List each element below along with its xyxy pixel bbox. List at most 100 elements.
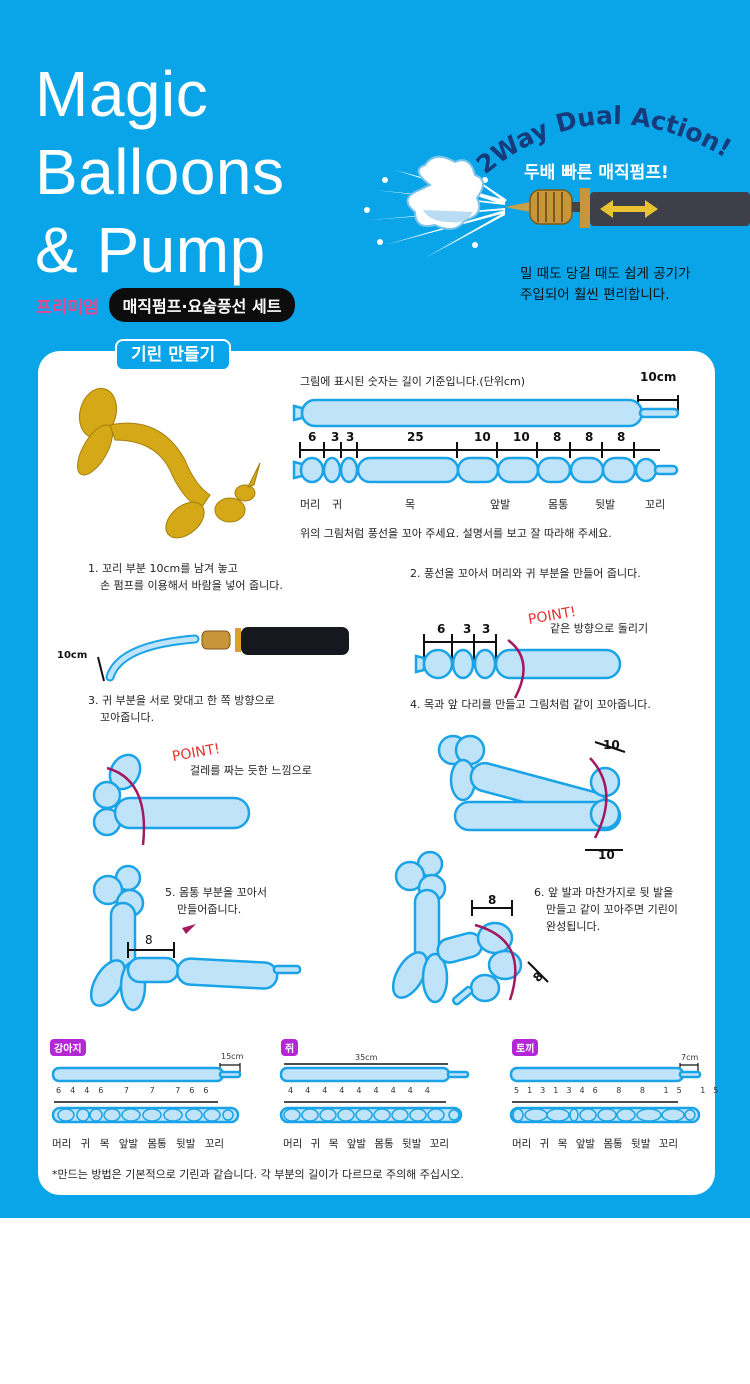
giraffe-note: 그림에 표시된 숫자는 길이 기준입니다.(단위cm)	[300, 375, 525, 388]
seg-5: 10	[513, 430, 530, 444]
variant-dog-badge: 강아지	[50, 1039, 86, 1056]
mouse-part: 꼬리	[429, 1138, 450, 1150]
variant-rabbit-badge: 토끼	[512, 1039, 539, 1056]
seg-1: 3	[331, 430, 340, 444]
variant-dog-diagram	[51, 1063, 242, 1124]
step-3-line-1: 3. 귀 부분을 서로 맞대고 한 쪽 방향으로	[88, 694, 275, 707]
dog-seg: 7	[175, 1086, 190, 1095]
rabbit-seg: 8	[639, 1086, 653, 1095]
rabbit-seg: 8	[616, 1086, 630, 1095]
step-4-seg-1: 10	[598, 848, 615, 862]
dog-seg: 4	[70, 1086, 85, 1095]
giraffe-balloon-diagram	[292, 395, 680, 484]
mouse-seg: 4	[322, 1086, 340, 1095]
dog-seg: 6	[56, 1086, 71, 1095]
step-4-seg-0: 10	[603, 738, 620, 752]
title-line-3: & Pump	[35, 214, 266, 286]
step-4-diagram	[437, 734, 626, 851]
step-5-seg-0: 8	[145, 933, 153, 947]
step-5-diagram	[89, 864, 302, 1012]
rabbit-seg: 6	[592, 1086, 606, 1095]
dog-seg: 6	[98, 1086, 113, 1095]
seg-8: 8	[617, 430, 626, 444]
promo-desc-line-1: 밀 때도 당길 때도 쉽게 공기가	[520, 266, 691, 282]
dog-seg: 6	[203, 1086, 218, 1095]
mouse-seg: 4	[424, 1086, 442, 1095]
step-3-text: 3. 귀 부분을 서로 맞대고 한 쪽 방향으로 꼬아줍니다.	[88, 692, 275, 726]
mouse-seg: 4	[305, 1086, 323, 1095]
part-head: 머리	[300, 498, 321, 511]
part-front-legs: 앞발	[490, 498, 511, 511]
seg-3: 25	[407, 430, 424, 444]
variant-mouse-diagram	[279, 1063, 470, 1124]
title-line-2: Balloons	[35, 136, 285, 208]
variant-mouse-parts: 머리 귀 목 앞발 몸통 뒷발 꼬리	[283, 1136, 449, 1151]
dual-action-headline: 2Way Dual Action!	[470, 90, 740, 180]
dog-part: 꼬리	[204, 1138, 225, 1150]
seg-7: 8	[585, 430, 594, 444]
variant-rabbit-diagram	[509, 1063, 702, 1124]
mouse-part: 귀	[310, 1138, 321, 1150]
variant-dog-segments: 6446 7 7 766	[56, 1086, 217, 1095]
mouse-seg: 4	[288, 1086, 306, 1095]
rabbit-part: 꼬리	[658, 1138, 679, 1150]
subtitle-row: 프리미엄 매직펌프·요술풍선 세트	[36, 288, 296, 322]
rabbit-seg: 13	[527, 1086, 554, 1095]
dog-seg: 6	[189, 1086, 204, 1095]
seg-6: 8	[553, 430, 562, 444]
variant-rabbit-parts: 머리 귀 목 앞발 몸통 뒷발 꼬리	[512, 1136, 678, 1151]
rabbit-part: 머리	[512, 1138, 532, 1150]
step-1-measure: 10cm	[57, 650, 88, 661]
seg-0: 6	[308, 430, 317, 444]
step-2-seg-1: 3	[463, 622, 472, 636]
step-2-text: 2. 풍선을 꼬아서 머리와 귀 부분을 만들어 줍니다.	[410, 567, 641, 580]
step-1-pump-illustration	[97, 627, 349, 682]
step-6-line-3: 완성됩니다.	[546, 920, 601, 933]
rabbit-part: 몸통	[603, 1138, 623, 1150]
step-1-text: 1. 꼬리 부분 10cm를 남겨 놓고 손 펌프를 이용해서 바람을 넣어 줍…	[88, 560, 283, 594]
rabbit-seg: 4	[579, 1086, 593, 1095]
part-neck: 목	[405, 498, 416, 511]
step-6-diagram	[391, 850, 549, 1006]
mouse-part: 머리	[283, 1138, 303, 1150]
title-line-1: Magic	[35, 58, 209, 130]
variant-mouse-segments: 444444444	[288, 1086, 442, 1095]
promo-desc-line-2: 주입되어 훨씬 편리합니다.	[520, 287, 670, 303]
step-2-seg-0: 6	[437, 622, 446, 636]
seg-4: 10	[474, 430, 491, 444]
dog-part: 목	[99, 1138, 110, 1150]
rabbit-part: 귀	[539, 1138, 550, 1150]
variant-mouse-badge: 쥐	[281, 1039, 299, 1056]
step-5-text: 5. 몸통 부분을 꼬아서 만들어줍니다.	[165, 884, 267, 918]
rabbit-part: 앞발	[575, 1138, 596, 1150]
step-2-seg-2: 3	[482, 622, 491, 636]
variant-rabbit-segments: 5131346 8 8 15 15	[514, 1086, 726, 1095]
mouse-seg: 4	[407, 1086, 425, 1095]
mouse-part: 몸통	[374, 1138, 394, 1150]
part-back-legs: 뒷발	[595, 498, 616, 511]
dog-seg: 4	[84, 1086, 99, 1095]
dog-seg: 7	[149, 1086, 164, 1095]
dog-seg: 7	[123, 1086, 139, 1095]
rabbit-seg: 5	[514, 1086, 528, 1095]
promo-description: 밀 때도 당길 때도 쉽게 공기가 주입되어 훨씬 편리합니다.	[520, 264, 691, 306]
rabbit-seg: 15	[700, 1086, 727, 1095]
mouse-seg: 4	[339, 1086, 357, 1095]
variant-dog-tail: 15cm	[221, 1052, 244, 1061]
step-2-diagram	[414, 634, 622, 699]
part-ear: 귀	[332, 498, 343, 511]
double-arrow-icon	[600, 200, 658, 218]
rabbit-seg: 13	[553, 1086, 580, 1095]
rabbit-part: 뒷발	[631, 1138, 651, 1150]
rabbit-seg: 15	[663, 1086, 690, 1095]
dog-part: 뒷발	[176, 1138, 196, 1150]
step-3-point-text: 걸레를 짜는 듯한 느낌으로	[190, 764, 312, 777]
product-pill: 매직펌프·요술풍선 세트	[108, 288, 296, 322]
step-6-line-2: 만들고 같이 꼬아주면 기린이	[546, 903, 678, 916]
hand-pump-icon	[364, 155, 750, 258]
step-5-line-1: 5. 몸통 부분을 꼬아서	[165, 886, 267, 899]
giraffe-instruction: 위의 그림처럼 풍선을 꼬아 주세요. 설명서를 보고 잘 따라해 주세요.	[300, 527, 612, 540]
step-3-diagram	[92, 753, 251, 846]
step-3-line-2: 꼬아줍니다.	[100, 711, 155, 724]
mouse-part: 뒷발	[402, 1138, 422, 1150]
